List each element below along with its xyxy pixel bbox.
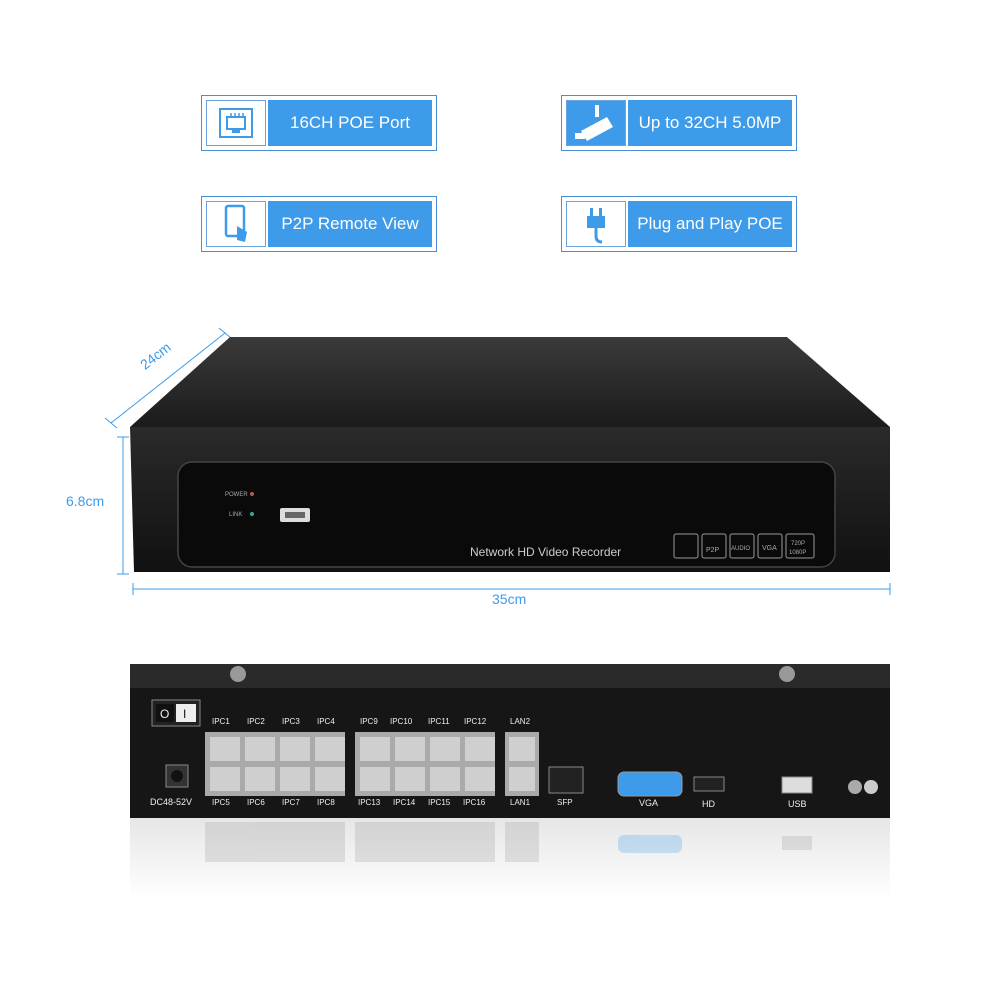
lan1-label: LAN1 (510, 798, 531, 807)
sfp-label: SFP (557, 798, 573, 807)
power-switch-off: O (160, 707, 169, 721)
nvr-rear-view: O I DC48-52V IPC1 IPC2 IPC3 IPC4 IPC9 IP… (130, 664, 890, 898)
port-label-ipc4: IPC4 (317, 717, 335, 726)
ethernet-port-icon (206, 100, 266, 146)
feature-plug-play: Plug and Play POE (561, 196, 797, 252)
audio-badge: AUDIO (731, 546, 750, 552)
port-label-ipc6: IPC6 (247, 798, 265, 807)
port-label-ipc5: IPC5 (212, 798, 230, 807)
usb-label: USB (788, 799, 807, 809)
nvr-front-view: POWER LINK Network HD Video Recorder P2P… (130, 337, 890, 572)
lan2-label: LAN2 (510, 717, 531, 726)
height-dimension: 6.8cm (66, 493, 105, 509)
port-label-ipc11: IPC11 (428, 717, 450, 726)
feature-label: Plug and Play POE (628, 201, 792, 247)
port-label-ipc15: IPC15 (428, 798, 451, 807)
1080p-badge: 1080P (789, 550, 806, 556)
720p-badge: 720P (791, 541, 805, 547)
port-label-ipc16: IPC16 (463, 798, 486, 807)
dc-label: DC48-52V (150, 797, 192, 807)
dimension-lines (104, 327, 891, 595)
port-label-ipc8: IPC8 (317, 798, 335, 807)
port-label-ipc13: IPC13 (358, 798, 381, 807)
port-label-ipc14: IPC14 (393, 798, 416, 807)
feature-p2p: P2P Remote View (201, 196, 437, 252)
feature-label: 16CH POE Port (268, 100, 432, 146)
port-label-ipc1: IPC1 (212, 717, 230, 726)
power-switch-on: I (183, 707, 186, 721)
power-plug-icon (566, 201, 626, 247)
poe-port-group-b (355, 732, 495, 796)
feature-poe-port: 16CH POE Port (201, 95, 437, 151)
port-label-ipc10: IPC10 (390, 717, 413, 726)
port-label-ipc7: IPC7 (282, 798, 300, 807)
hd-label: HD (702, 799, 715, 809)
power-led-label: POWER (225, 492, 248, 498)
vga-badge: VGA (762, 545, 777, 552)
feature-label: Up to 32CH 5.0MP (628, 100, 792, 146)
width-dimension: 35cm (492, 591, 527, 607)
link-led-label: LINK (229, 512, 242, 518)
port-label-ipc9: IPC9 (360, 717, 378, 726)
port-label-ipc2: IPC2 (247, 717, 265, 726)
port-label-ipc12: IPC12 (464, 717, 487, 726)
port-label-ipc3: IPC3 (282, 717, 300, 726)
vga-label: VGA (639, 798, 658, 808)
feature-channels: Up to 32CH 5.0MP (561, 95, 797, 151)
p2p-badge: P2P (706, 547, 720, 554)
poe-port-group-a (205, 732, 345, 796)
model-text: Network HD Video Recorder (470, 545, 621, 559)
feature-label: P2P Remote View (268, 201, 432, 247)
smartphone-touch-icon (206, 201, 266, 247)
security-camera-icon (566, 100, 626, 146)
